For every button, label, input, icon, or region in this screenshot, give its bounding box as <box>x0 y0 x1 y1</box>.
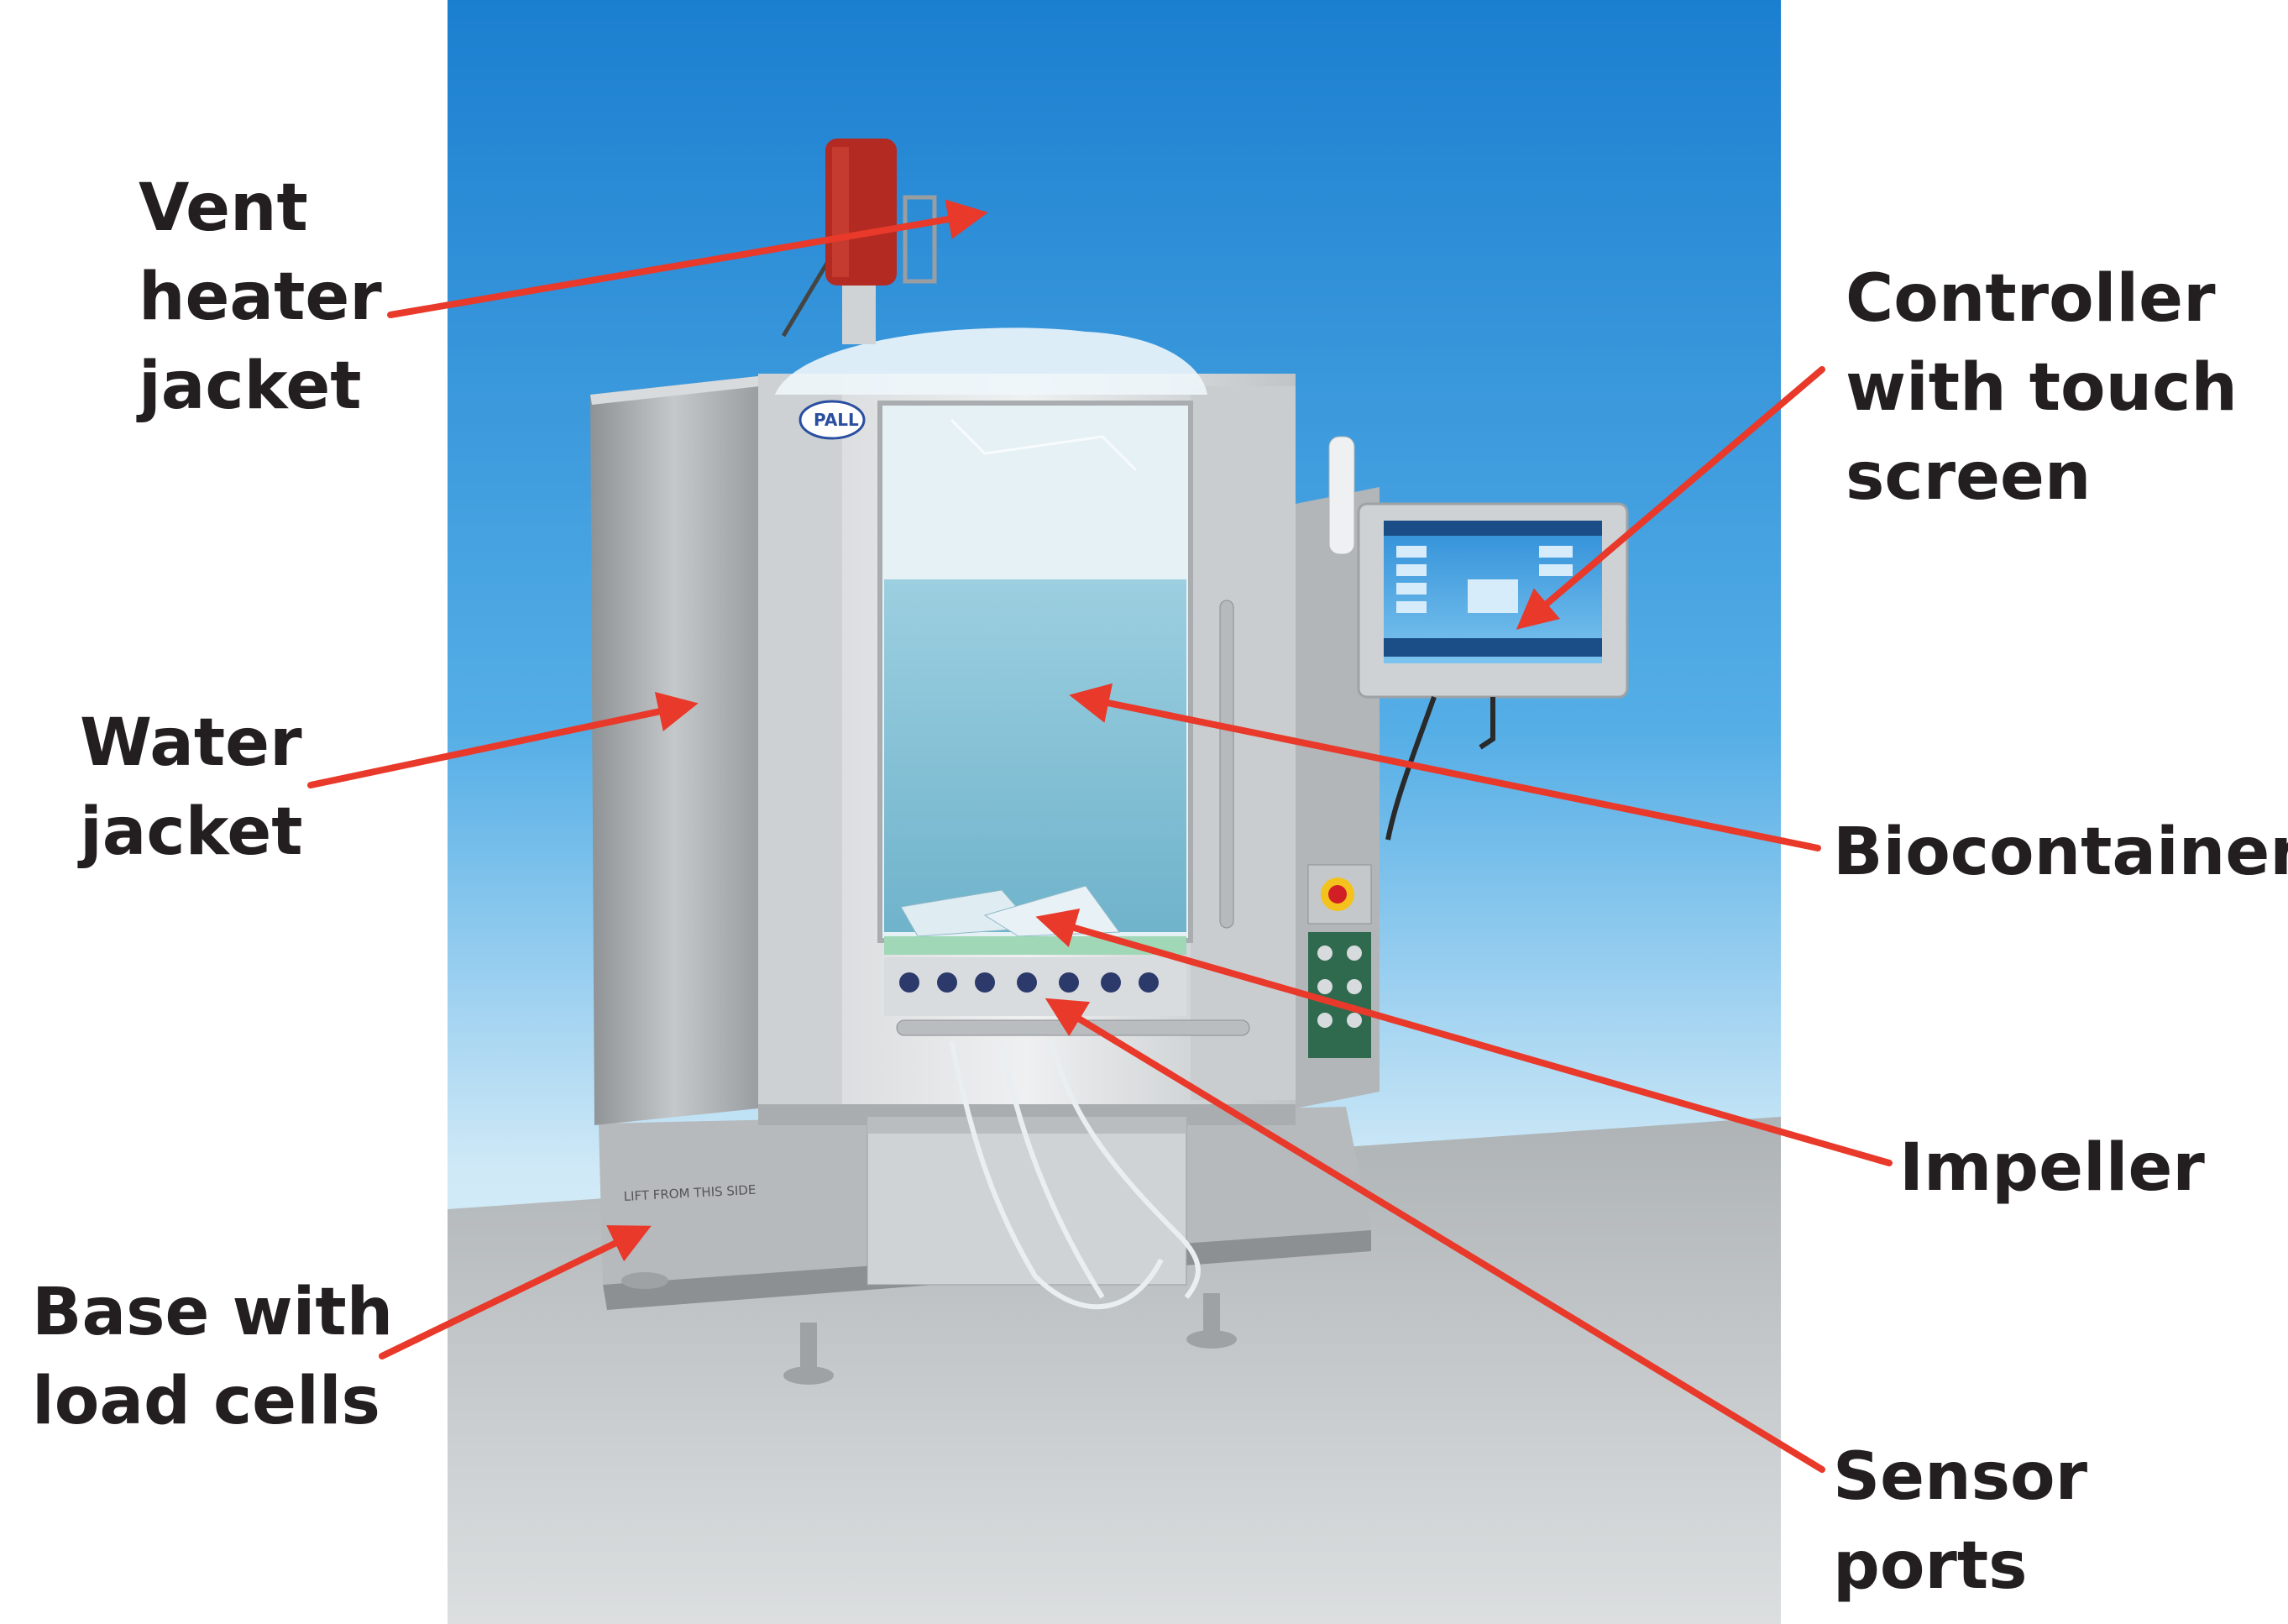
callout-base-with-load-cells: Base with load cells <box>32 1268 393 1446</box>
callout-line: Controller <box>1846 261 2216 337</box>
callout-line: Vent <box>139 170 308 246</box>
callout-line: screen <box>1846 439 2092 515</box>
bioreactor-illustration: LIFT FROM THIS SIDE <box>448 0 1781 1624</box>
callout-sensor-ports: Sensor ports <box>1833 1433 2087 1611</box>
pall-logo: PALL <box>814 410 859 430</box>
callout-line: ports <box>1833 1528 2028 1604</box>
callout-line: Water <box>80 705 302 781</box>
callout-controller-with-touch-screen: Controller with touch screen <box>1846 254 2238 521</box>
bioreactor-photo: LIFT FROM THIS SIDE <box>448 0 1781 1624</box>
callout-water-jacket: Water jacket <box>80 699 303 877</box>
callout-line: Base with <box>32 1275 394 1350</box>
callout-line: Impeller <box>1899 1130 2205 1206</box>
callout-line: Sensor <box>1833 1439 2088 1515</box>
callout-line: with touch <box>1846 350 2238 426</box>
callout-line: load cells <box>32 1364 380 1439</box>
callout-vent-heater-jacket: Vent heater jacket <box>139 164 382 431</box>
callout-line: heater <box>139 259 382 335</box>
callout-line: Biocontainer <box>1833 815 2288 890</box>
callout-biocontainer: Biocontainer <box>1833 808 2288 897</box>
callout-impeller: Impeller <box>1899 1124 2205 1213</box>
callout-line: jacket <box>139 348 362 424</box>
callout-line: jacket <box>80 794 303 870</box>
